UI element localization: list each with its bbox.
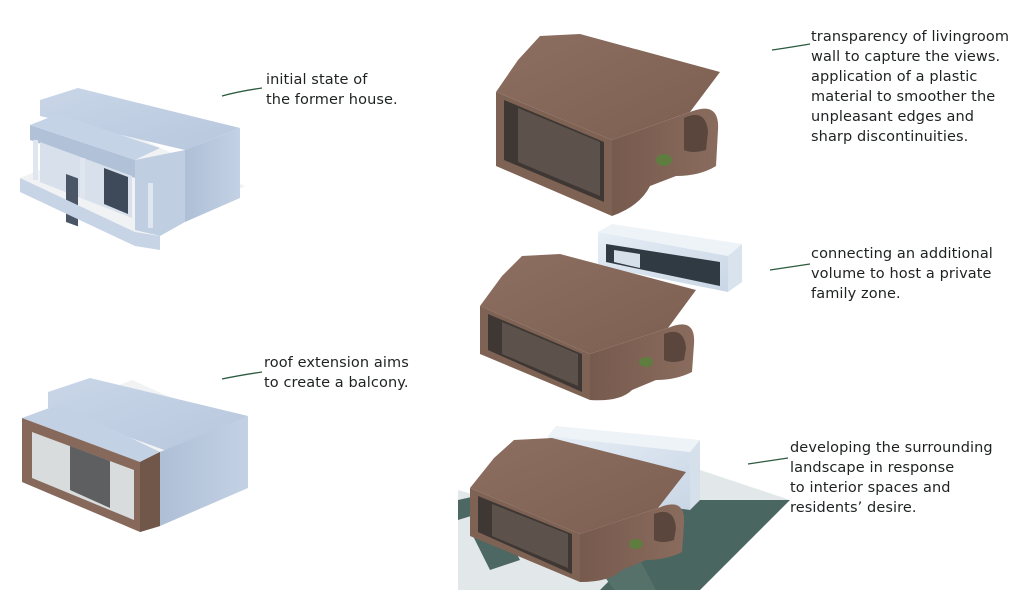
door-left xyxy=(66,174,78,227)
caption-line: wall to capture the views. xyxy=(811,49,1001,65)
caption-transparency: transparency of livingroom wall to captu… xyxy=(811,27,1009,147)
plant-shrub xyxy=(629,539,643,549)
caption-initial-state: initial state of the former house. xyxy=(266,70,398,110)
shell-roof xyxy=(496,34,720,140)
caption-additional-volume: connecting an additional volume to host … xyxy=(811,244,993,304)
caption-line: initial state of xyxy=(266,72,368,88)
interior-view xyxy=(502,322,578,386)
caption-line: material to smoother the xyxy=(811,89,996,105)
annex-panel xyxy=(614,250,640,268)
caption-line: residents’ desire. xyxy=(790,500,917,516)
model-landscape xyxy=(458,426,790,590)
leader-line-1 xyxy=(221,87,263,97)
caption-line: family zone. xyxy=(811,286,901,302)
annex-side xyxy=(690,440,700,510)
caption-line: transparency of livingroom xyxy=(811,29,1010,45)
plant-shrub xyxy=(656,154,672,166)
leader-line-2 xyxy=(221,371,263,380)
shell-roof xyxy=(480,254,696,354)
model-additional-volume xyxy=(480,224,742,401)
caption-landscape: developing the surrounding landscape in … xyxy=(790,438,993,518)
roof-lower xyxy=(22,404,160,462)
base-slab xyxy=(20,178,160,250)
roof-upper xyxy=(48,378,248,452)
leader-line-3 xyxy=(771,43,811,51)
annex-roof xyxy=(548,426,700,452)
leader-line-5 xyxy=(747,457,789,465)
caption-line: to interior spaces and xyxy=(790,480,951,496)
column-3 xyxy=(148,183,153,228)
model-initial-state xyxy=(20,88,245,250)
caption-line: to create a balcony. xyxy=(264,375,409,391)
caption-line: sharp discontinuities. xyxy=(811,129,969,145)
frame-side xyxy=(140,452,160,532)
shell-roof xyxy=(470,438,686,534)
side-opening xyxy=(684,115,708,152)
window-glass xyxy=(70,446,110,508)
annex-roof xyxy=(598,224,742,256)
model-plastic-shell xyxy=(496,34,720,216)
column-1 xyxy=(33,140,38,180)
side-opening xyxy=(654,511,676,542)
leader-line-4 xyxy=(769,263,811,271)
roof-upper xyxy=(40,88,240,150)
caption-line: the former house. xyxy=(266,92,398,108)
caption-line: connecting an additional xyxy=(811,246,993,262)
annex-side xyxy=(728,244,742,292)
plant-shrub xyxy=(639,357,653,367)
window-glass xyxy=(104,168,128,214)
caption-line: developing the surrounding xyxy=(790,440,993,456)
interior-view xyxy=(518,108,600,196)
model-roof-extension xyxy=(22,378,248,532)
wall-right xyxy=(160,416,248,526)
column-2 xyxy=(80,158,85,198)
interior-view xyxy=(492,504,568,568)
caption-line: volume to host a private xyxy=(811,266,992,282)
wall-right xyxy=(185,128,240,222)
side-opening xyxy=(664,331,686,362)
caption-line: application of a plastic xyxy=(811,69,978,85)
roof-lower xyxy=(30,114,160,160)
caption-roof-extension: roof extension aims to create a balcony. xyxy=(264,353,409,393)
wall-side xyxy=(135,150,185,236)
fascia xyxy=(30,125,135,178)
caption-line: roof extension aims xyxy=(264,355,409,371)
caption-line: unpleasant edges and xyxy=(811,109,975,125)
caption-line: landscape in response xyxy=(790,460,955,476)
pool-water xyxy=(600,500,790,590)
